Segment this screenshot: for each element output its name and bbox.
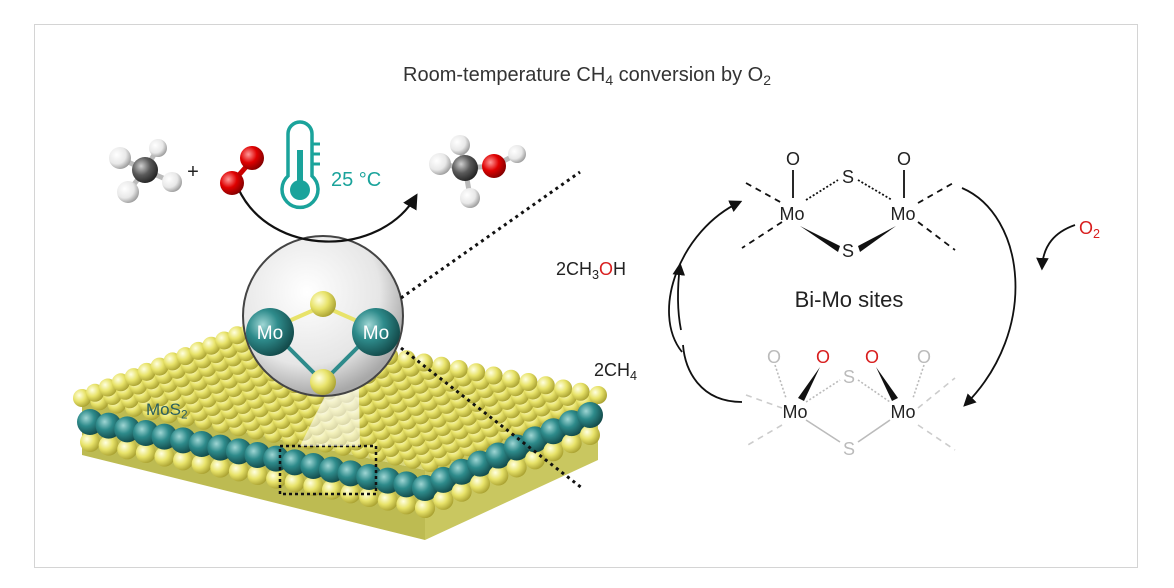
cycle-arrow-right — [961, 187, 1017, 407]
cycle-arrow-bottom-left — [682, 344, 743, 403]
temperature-label: 25 °C — [331, 169, 381, 191]
sulfur-atom — [397, 350, 416, 369]
bimo-sites-label: Bi-Mo sites — [795, 287, 904, 312]
bottom-o-4: O — [917, 347, 931, 367]
sulfur-atom — [98, 435, 119, 456]
thermometer-icon — [280, 120, 320, 210]
bimo-structure-bottom — [745, 364, 956, 451]
sulfur-atom — [449, 360, 468, 378]
sulfur-atom — [484, 366, 503, 385]
mo-atom — [577, 402, 603, 428]
sulfur-atom — [396, 494, 417, 515]
methanol-product-label: 2CH3OH — [556, 259, 627, 282]
top-s-bridge-lower: S — [842, 241, 854, 261]
sulfur-atom — [377, 490, 398, 511]
sulfur-atom — [589, 386, 607, 404]
sulfur-atom — [536, 376, 555, 395]
sulfur-atom — [502, 369, 520, 388]
sulfur-atom — [210, 457, 231, 478]
top-mo-right: Mo — [890, 204, 915, 224]
mos2-label: MoS2 — [146, 400, 188, 422]
sulfur-atom — [173, 450, 194, 471]
sulfur-atom — [303, 476, 324, 496]
product-release-arrow — [672, 262, 686, 331]
bubble-mo-left-label: Mo — [257, 323, 283, 344]
sulfur-atom — [154, 446, 175, 467]
sulfur-atom — [506, 457, 527, 478]
sulfur-atom — [80, 432, 100, 452]
bottom-o-1: O — [767, 347, 781, 367]
oxygen-input-label: O2 — [1079, 218, 1101, 241]
sulfur-atom — [554, 379, 573, 398]
plus-sign: + — [187, 161, 199, 183]
sulfur-atom — [451, 481, 472, 502]
bottom-o-3: O — [865, 347, 879, 367]
bimo-structure-top — [741, 170, 956, 252]
top-o-left: O — [786, 149, 800, 169]
oxygen-molecule — [220, 146, 264, 195]
sulfur-atom — [432, 356, 451, 375]
methane-molecule — [109, 139, 182, 203]
sulfur-atom — [543, 441, 564, 462]
zoom-line-top — [400, 170, 581, 300]
slab-atoms — [73, 321, 607, 518]
sulfur-atom — [571, 382, 590, 401]
sulfur-atom-bottom — [310, 369, 336, 395]
sulfur-atom — [117, 439, 138, 460]
oxygen-input-arrow — [1036, 224, 1076, 271]
sulfur-atom — [580, 425, 600, 445]
sulfur-atom — [247, 465, 268, 485]
methanol-molecule — [429, 135, 526, 208]
figure-title: Room-temperature CH4 conversion by O2 — [403, 64, 771, 89]
sulfur-atom — [228, 461, 249, 482]
sulfur-atom — [191, 454, 212, 474]
sulfur-atom — [561, 433, 582, 454]
sulfur-atom — [359, 487, 380, 507]
mo-atom-left — [246, 308, 294, 356]
bottom-o-2: O — [816, 347, 830, 367]
bottom-s-lower: S — [843, 439, 855, 459]
sulfur-atom — [467, 363, 486, 382]
sulfur-atom — [135, 443, 156, 463]
zoom-line-bottom — [400, 346, 583, 490]
sulfur-atom — [470, 473, 490, 494]
magnifier-bubble: Mo Mo — [242, 235, 404, 397]
sulfur-atom — [488, 465, 509, 486]
bottom-mo-left: Mo — [782, 402, 807, 422]
reaction-arrow — [237, 187, 418, 243]
sulfur-atom — [519, 373, 538, 391]
bottom-mo-right: Mo — [890, 402, 915, 422]
bottom-s-upper: S — [843, 367, 855, 387]
sulfur-atom — [284, 472, 305, 493]
sulfur-atom — [415, 353, 433, 372]
sulfur-atom — [415, 498, 435, 518]
mo-atom-right — [352, 308, 400, 356]
top-o-right: O — [897, 149, 911, 169]
top-mo-left: Mo — [779, 204, 804, 224]
sulfur-atom — [433, 489, 454, 510]
top-s-bridge-upper: S — [842, 167, 854, 187]
bubble-mo-right-label: Mo — [363, 323, 389, 344]
sulfur-atom-top — [310, 291, 336, 317]
methane-reactant-label: 2CH4 — [594, 360, 638, 383]
